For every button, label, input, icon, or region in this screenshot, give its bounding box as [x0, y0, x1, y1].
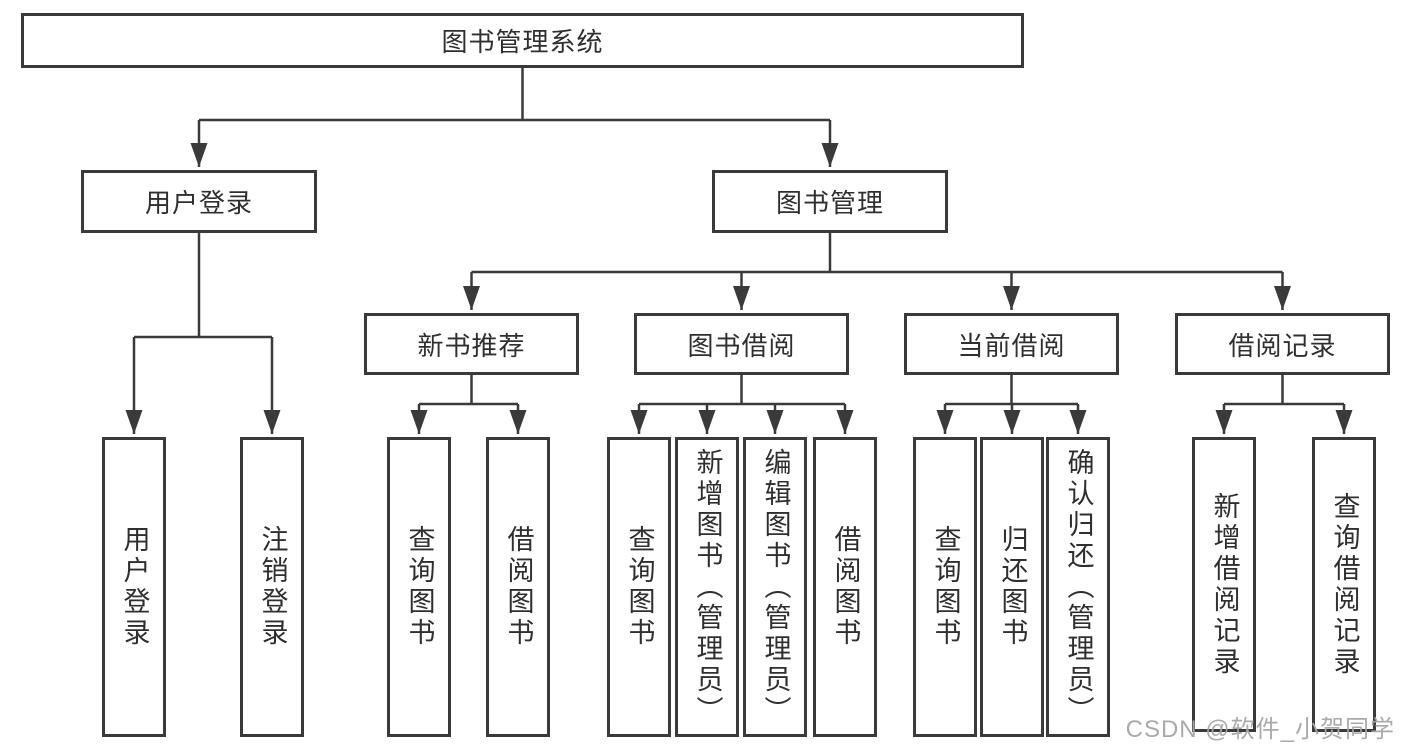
connector-currentborrow-trunk [945, 375, 1078, 406]
node-borrowing-records: 借阅记录 [1175, 313, 1390, 375]
leaf-borrow-books: 借阅图书 [813, 437, 877, 737]
leaf-query-borrow-record: 查询借阅记录 [1312, 437, 1376, 732]
leaf-label: 新增图书（管理员） [692, 447, 723, 727]
node-label: 用户登录 [144, 188, 253, 218]
node-label: 图书管理 [775, 188, 884, 218]
node-label: 图书管理系统 [441, 27, 604, 57]
leaf-return-books: 归还图书 [980, 437, 1044, 737]
node-current-borrowing: 当前借阅 [904, 313, 1119, 375]
node-user-login: 用户登录 [81, 170, 317, 233]
leaf-query-books-borrowing: 查询图书 [607, 437, 671, 737]
node-new-book-recommendation: 新书推荐 [364, 313, 579, 375]
leaf-user-login: 用户登录 [102, 437, 166, 737]
node-label: 借阅记录 [1228, 330, 1337, 361]
leaf-label: 新增借阅记录 [1209, 491, 1240, 678]
node-library-management-system: 图书管理系统 [21, 13, 1024, 68]
leaf-add-books-admin: 新增图书（管理员） [675, 437, 739, 737]
leaf-label: 查询图书 [404, 525, 435, 649]
leaf-borrow-books-newbooks: 借阅图书 [486, 437, 550, 737]
leaf-edit-books-admin: 编辑图书（管理员） [743, 437, 807, 737]
leaf-query-books-current: 查询图书 [913, 437, 977, 737]
node-label: 当前借阅 [957, 330, 1066, 361]
leaf-label: 借阅图书 [830, 525, 861, 649]
node-book-borrowing: 图书借阅 [634, 313, 849, 375]
connector-root-trunk [199, 68, 830, 122]
leaf-query-books-newbooks: 查询图书 [387, 437, 451, 737]
connector-login-trunk [134, 233, 272, 339]
leaf-label: 借阅图书 [503, 525, 534, 649]
node-label: 图书借阅 [687, 330, 796, 361]
connector-newbooks-trunk [419, 375, 518, 406]
node-book-management: 图书管理 [712, 170, 948, 233]
leaf-label: 注销登录 [257, 525, 288, 649]
leaf-add-borrow-record: 新增借阅记录 [1192, 437, 1256, 732]
leaf-label: 归还图书 [997, 525, 1028, 649]
csdn-watermark: CSDN @软件_小贺同学 [1125, 716, 1395, 743]
connector-records-trunk [1224, 375, 1344, 406]
connector-mgmt-trunk [471, 233, 1283, 274]
node-label: 新书推荐 [417, 330, 526, 361]
leaf-label: 确认归还（管理员） [1063, 447, 1094, 727]
leaf-label: 查询图书 [930, 525, 961, 649]
leaf-confirm-return-admin: 确认归还（管理员） [1046, 437, 1110, 737]
leaf-label: 用户登录 [119, 525, 150, 649]
leaf-logout: 注销登录 [240, 437, 304, 737]
leaf-label: 查询借阅记录 [1329, 491, 1360, 678]
connector-bookborrow-trunk [639, 375, 845, 406]
leaf-label: 查询图书 [624, 525, 655, 649]
leaf-label: 编辑图书（管理员） [760, 447, 791, 727]
